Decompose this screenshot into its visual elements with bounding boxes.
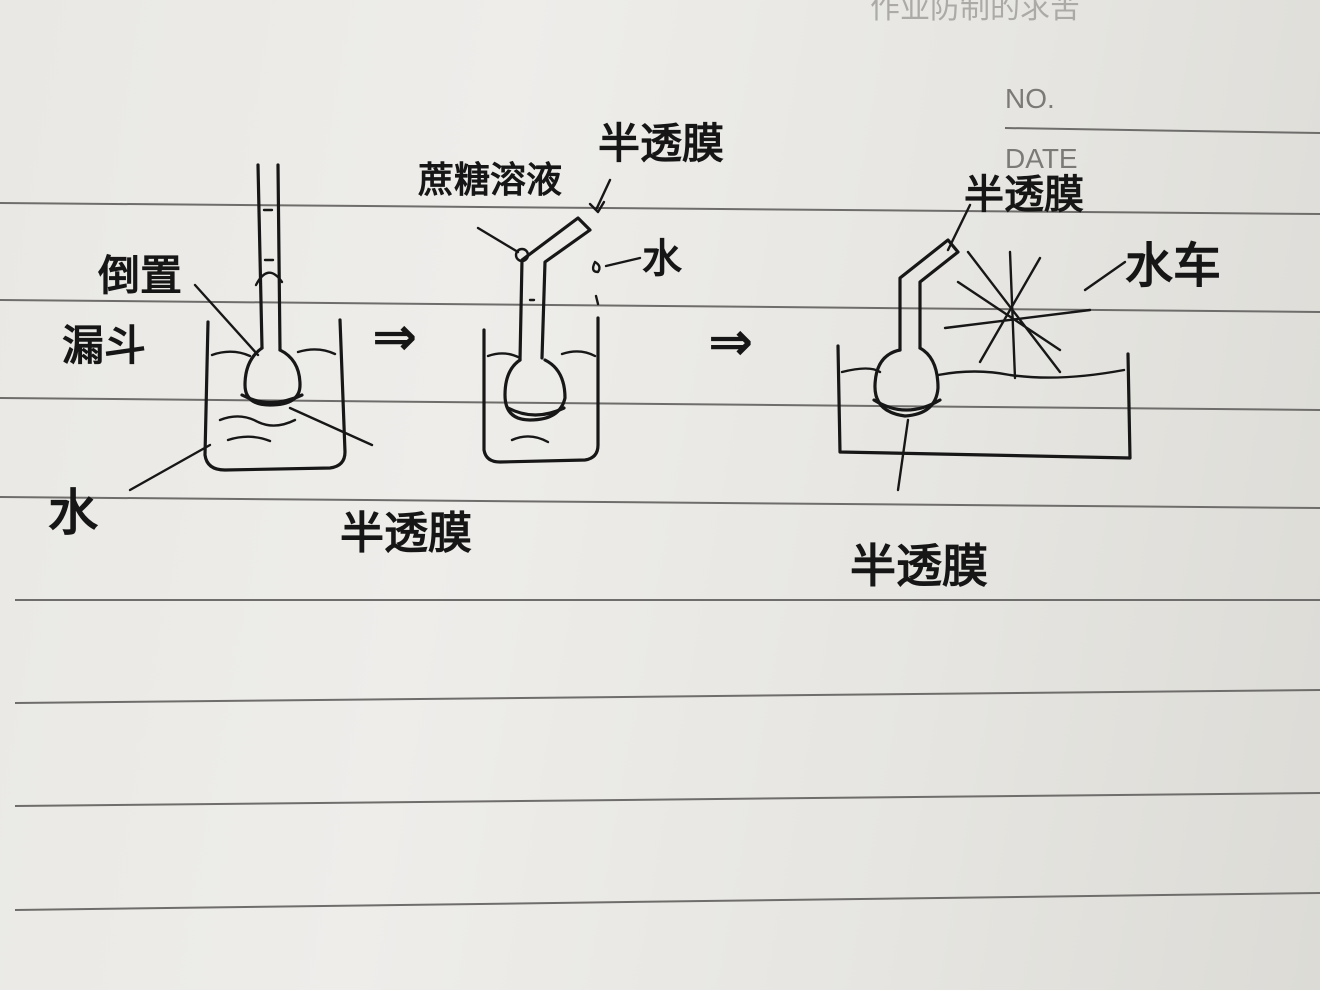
leader-water-1 [128, 443, 212, 492]
rule-3 [0, 397, 1320, 411]
label-inverted-funnel-1: 倒置 [97, 251, 182, 300]
membrane-3 [872, 398, 942, 412]
label-membrane-1: 半透膜 [340, 508, 472, 559]
beaker-2 [482, 316, 600, 464]
membrane-2 [506, 406, 566, 417]
label-sucrose-solution: 蔗糖溶液 [418, 160, 562, 201]
leader-membrane-1 [288, 406, 374, 447]
top-bleed-text: 作业防制的求苦 [870, 0, 1080, 25]
label-water-1: 水 [48, 484, 99, 542]
rule-4 [0, 496, 1320, 509]
tube-joint-2 [514, 247, 530, 263]
water-drop-1 [591, 260, 601, 274]
transition-arrow-2: ⇒ [708, 310, 753, 373]
leader-water-2 [604, 256, 642, 268]
leader-funnel [193, 283, 260, 357]
date-label: DATE [1005, 143, 1078, 174]
label-waterwheel: 水车 [1125, 238, 1221, 294]
no-label: NO. [1005, 83, 1055, 114]
stage1-inverted-funnel [128, 163, 374, 492]
water-ripples-2 [510, 435, 550, 444]
rule-7 [14, 792, 1320, 807]
leader-sucrose [476, 226, 520, 254]
label-membrane-3-top: 半透膜 [964, 172, 1084, 218]
label-membrane-3-bottom: 半透膜 [850, 539, 988, 593]
rule-1 [0, 202, 1320, 215]
rule-2 [0, 299, 1320, 313]
bent-tube-3 [898, 238, 960, 352]
beaker-1 [203, 318, 347, 472]
rule-6 [14, 689, 1320, 704]
leader-membrane-3-bottom [896, 418, 910, 492]
stage2-sucrose-setup [476, 178, 642, 464]
tube-marks-1 [262, 208, 275, 262]
funnel-tube-1 [256, 163, 282, 352]
funnel-bulb-2 [503, 358, 567, 422]
transition-arrow-1: ⇒ [372, 305, 417, 368]
water-ripples-1 [218, 415, 297, 443]
leader-membrane-3-top [946, 203, 972, 252]
trough-3 [836, 344, 1132, 460]
label-water-2: 水 [642, 236, 683, 282]
water-surface-2 [486, 350, 597, 360]
leader-waterwheel [1083, 260, 1127, 292]
leader-membrane-2 [588, 178, 612, 214]
bent-tube-2 [518, 216, 592, 362]
water-surface-1 [210, 348, 337, 358]
ruled-lines [0, 127, 1320, 911]
waterwheel [943, 250, 1092, 380]
rule-8 [14, 892, 1320, 911]
up-arrow-1 [254, 271, 284, 287]
stage3-waterwheel-setup [836, 203, 1132, 492]
label-membrane-2-top: 半透膜 [598, 119, 724, 168]
funnel-bulb-1 [243, 346, 302, 407]
water-drop-2 [594, 294, 600, 306]
funnel-bulb-3 [873, 346, 940, 418]
membrane-1 [240, 393, 304, 405]
label-inverted-funnel-2: 漏斗 [62, 321, 146, 370]
rule-no [1004, 127, 1320, 134]
water-surface-3 [840, 367, 1126, 379]
